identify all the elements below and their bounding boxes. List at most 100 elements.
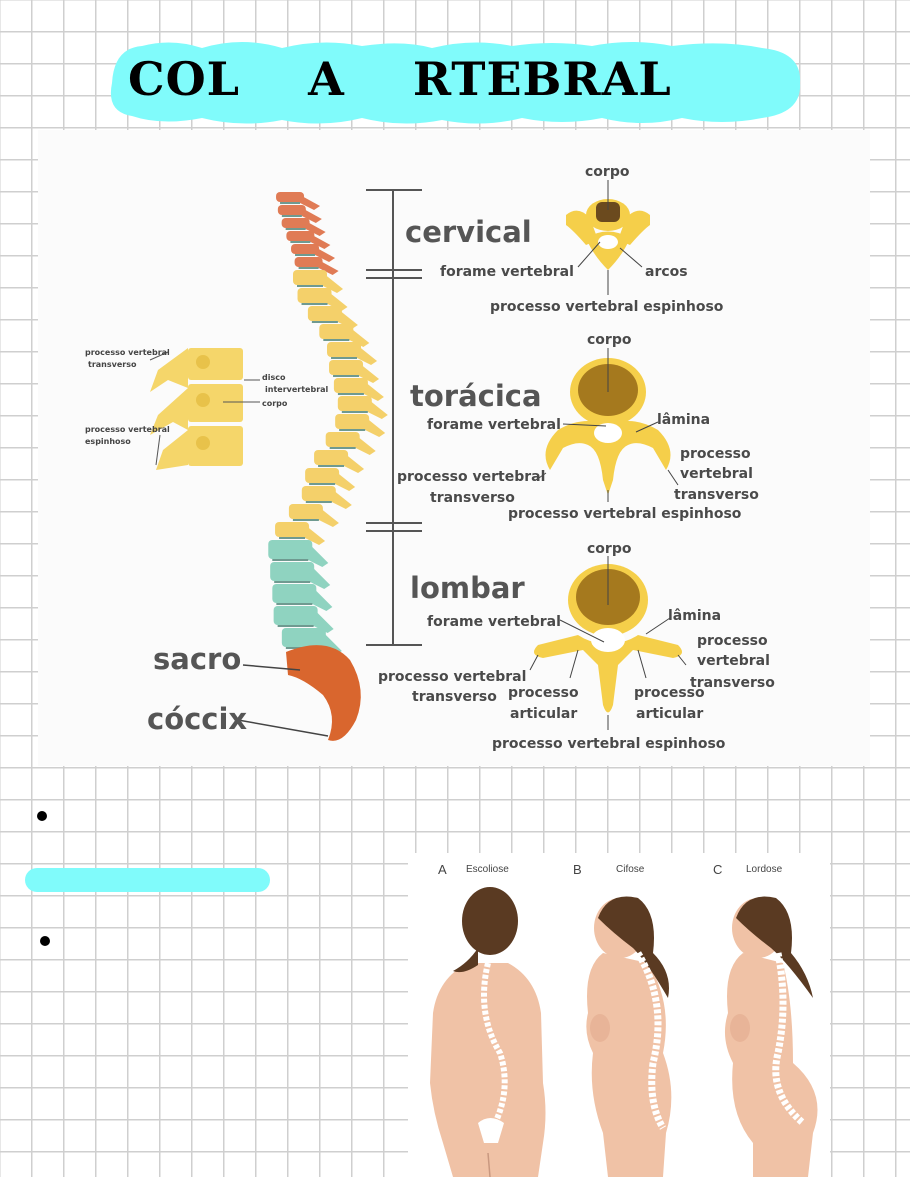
vertebra bbox=[270, 562, 315, 581]
label-scoliosis: Escoliose bbox=[466, 864, 509, 875]
spine-illustration bbox=[149, 180, 687, 741]
label-lumbar-tp-right-3: transverso bbox=[690, 675, 775, 691]
label-lumbar-tp-right: processo bbox=[697, 633, 768, 649]
vertebra bbox=[333, 378, 368, 393]
vertebra bbox=[294, 257, 323, 267]
label-lumbar-spinous: processo vertebral espinhoso bbox=[492, 736, 726, 752]
page-title: COL A RTEBRAL bbox=[128, 52, 672, 106]
vertebra bbox=[281, 628, 326, 647]
label-b: B bbox=[573, 862, 582, 877]
spinous-process bbox=[363, 417, 386, 437]
label-thoracic-tp-left-2: transverso bbox=[430, 490, 515, 506]
spinous-process bbox=[355, 345, 378, 365]
label-side-transverse: processo vertebral bbox=[85, 348, 170, 357]
intervertebral-disc bbox=[311, 321, 338, 323]
intervertebral-disc bbox=[285, 228, 306, 230]
title-highlight bbox=[110, 42, 801, 124]
intervertebral-disc bbox=[323, 339, 350, 341]
side-vertebrae bbox=[150, 348, 243, 470]
spinous-process bbox=[361, 381, 384, 401]
intervertebral-disc bbox=[280, 202, 301, 204]
vertebra bbox=[301, 486, 336, 501]
posture-illustration: A Escoliose B Cifose C Lordose bbox=[408, 853, 830, 1177]
spinous-process bbox=[299, 208, 322, 223]
label-thoracic-tp-right-3: transverso bbox=[674, 487, 759, 503]
cervical-vertebra bbox=[566, 199, 650, 270]
vertebra bbox=[337, 396, 372, 411]
intervertebral-disc bbox=[292, 519, 319, 521]
vertebra bbox=[276, 192, 305, 202]
vertebra bbox=[329, 360, 364, 375]
intervertebral-disc bbox=[279, 537, 306, 539]
label-cervical-foramen: forame vertebral bbox=[440, 264, 574, 280]
vertebra bbox=[268, 540, 313, 559]
label-thoracic-tp-right: processo bbox=[680, 446, 751, 462]
spinous-process bbox=[333, 471, 356, 491]
highlight-bar bbox=[25, 868, 270, 892]
label-cervical-body: corpo bbox=[585, 164, 630, 180]
label-lumbar-articular-left-2: articular bbox=[510, 706, 578, 722]
label-lumbar-articular-left: processo bbox=[508, 685, 579, 701]
intervertebral-disc bbox=[341, 411, 368, 413]
label-side-transverse-2: transverso bbox=[88, 360, 137, 369]
vertebra bbox=[307, 306, 342, 321]
vertebra bbox=[325, 432, 360, 447]
label-c: C bbox=[713, 862, 723, 877]
figure-kyphosis bbox=[586, 896, 672, 1177]
label-cervical-arches: arcos bbox=[645, 264, 688, 280]
sacrum-shape bbox=[286, 645, 361, 741]
label-cervical-spinous: processo vertebral espinhoso bbox=[490, 299, 724, 315]
label-sacrum: sacro bbox=[153, 642, 242, 676]
figure-scoliosis bbox=[430, 887, 546, 1177]
vertebra bbox=[272, 584, 317, 603]
intervertebral-disc bbox=[276, 603, 313, 605]
spinous-process bbox=[342, 453, 365, 473]
spinous-process bbox=[308, 565, 331, 589]
label-thoracic-tp-left: processo vertebral bbox=[397, 469, 546, 485]
vertebra bbox=[319, 324, 354, 339]
intervertebral-disc bbox=[295, 254, 316, 256]
intervertebral-disc bbox=[333, 375, 360, 377]
intervertebral-disc bbox=[277, 625, 314, 627]
vertebra bbox=[275, 522, 310, 537]
spinous-process bbox=[335, 309, 358, 329]
label-thoracic-spinous: processo vertebral espinhoso bbox=[508, 506, 742, 522]
label-side-spinous: processo vertebral bbox=[85, 425, 170, 434]
label-lumbar-lamina: lâmina bbox=[668, 608, 722, 624]
spinous-process bbox=[321, 273, 343, 293]
label-a: A bbox=[438, 862, 447, 877]
region-bracket bbox=[366, 189, 422, 646]
intervertebral-disc bbox=[297, 285, 323, 287]
intervertebral-disc bbox=[301, 303, 328, 305]
label-lumbar-foramen: forame vertebral bbox=[427, 614, 561, 630]
figure-lordosis bbox=[724, 896, 818, 1177]
vertebra bbox=[273, 606, 318, 625]
spinous-process bbox=[347, 327, 370, 347]
spinous-process bbox=[316, 507, 339, 527]
spinous-process bbox=[311, 609, 334, 633]
intervertebral-disc bbox=[274, 581, 311, 583]
intervertebral-disc bbox=[305, 501, 332, 503]
vertebra bbox=[286, 231, 315, 241]
vertebra bbox=[293, 270, 327, 285]
vertebra bbox=[314, 450, 349, 465]
label-lumbar-tp-left-2: transverso bbox=[412, 689, 497, 705]
label-side-spinous-2: espinhoso bbox=[85, 437, 131, 446]
spinous-process bbox=[325, 291, 348, 311]
spinous-process bbox=[329, 489, 352, 509]
spinous-process bbox=[298, 195, 321, 210]
label-cervical: cervical bbox=[405, 215, 532, 249]
intervertebral-disc bbox=[331, 357, 358, 359]
label-thoracic-tp-right-2: vertebral bbox=[680, 466, 753, 482]
spinous-process bbox=[316, 260, 339, 275]
vertebra bbox=[281, 218, 310, 228]
spinous-process bbox=[306, 543, 329, 567]
label-side-disc-2: intervertebral bbox=[265, 385, 329, 394]
label-thoracic-body: corpo bbox=[587, 332, 632, 348]
spinous-process bbox=[357, 363, 380, 383]
intervertebral-disc bbox=[298, 267, 319, 269]
label-thoracic: torácica bbox=[410, 379, 542, 413]
intervertebral-disc bbox=[337, 393, 364, 395]
spinous-process bbox=[303, 525, 326, 545]
label-lumbar-tp-right-2: vertebral bbox=[697, 653, 770, 669]
